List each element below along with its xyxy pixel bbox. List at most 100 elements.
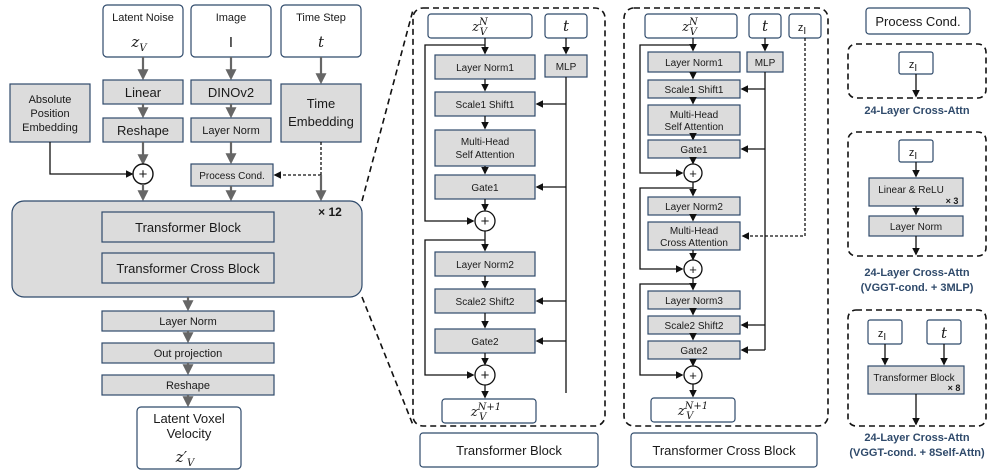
tb-caption-box — [419, 432, 599, 468]
latent-noise-label: Latent Noise — [112, 12, 174, 24]
tb-gate1 — [434, 174, 536, 200]
out-projection-label: Out projection — [154, 348, 222, 360]
tb-mhsa — [434, 129, 536, 167]
transformer-block-label: Transformer Block — [135, 220, 241, 235]
cb-t-symbol: t — [762, 17, 769, 35]
pc2-linear-relu-label: Linear & ReLU — [878, 185, 944, 196]
cb-input-box — [644, 13, 738, 39]
cb-sum2-plus: + — [689, 262, 697, 277]
cb-mhsa-label-1: Multi-Head — [670, 110, 718, 121]
transformer-block-panel — [412, 7, 606, 427]
linear-box — [102, 79, 184, 105]
pc-variant-3 — [847, 309, 987, 427]
cb-layer-norm2-label: Layer Norm2 — [665, 202, 723, 213]
time-embedding-label-1: Time — [307, 96, 335, 111]
abs-pos-label-1: Absolute — [29, 94, 72, 106]
linear-label: Linear — [125, 85, 162, 100]
cross-block-panel — [623, 7, 829, 427]
output-label-1: Latent Voxel — [153, 411, 225, 426]
image-symbol: I — [229, 34, 233, 51]
time-step-label: Time Step — [296, 12, 346, 24]
reshape-box — [102, 117, 184, 143]
cb-scale-shift2-label: Scale2 Shift2 — [665, 321, 724, 332]
cb-sum1-plus: + — [689, 166, 697, 181]
cb-mhsa — [647, 104, 741, 136]
output-label-2: Velocity — [167, 426, 212, 441]
output-symbol: z′V — [175, 448, 196, 469]
out-layer-norm-label: Layer Norm — [159, 316, 216, 328]
pc1-caption: 24-Layer Cross-Attn — [864, 105, 969, 117]
tb-layer-norm1 — [434, 54, 536, 80]
tb-layer-norm1-label: Layer Norm1 — [456, 63, 514, 74]
tb-t-symbol: t — [563, 17, 570, 35]
image-label: Image — [216, 12, 247, 24]
cb-mhca-label-2: Cross Attention — [660, 238, 728, 249]
pc1-zi: zI — [909, 59, 917, 74]
cb-mhsa-label-2: Self Attention — [665, 122, 724, 133]
out-reshape-label: Reshape — [166, 380, 210, 392]
tb-scale-shift1-label: Scale1 Shift1 — [456, 100, 515, 111]
time-embedding-box — [280, 83, 362, 143]
tb-gate1-label: Gate1 — [471, 183, 499, 194]
pc3-t: t — [941, 324, 948, 342]
pc2-layer-norm-label: Layer Norm — [890, 222, 942, 233]
transformer-block-box — [101, 211, 275, 243]
latent-noise-symbol: zV — [130, 33, 148, 54]
pc-variant-1 — [847, 43, 987, 99]
tb-mhsa-label-2: Self Attention — [456, 150, 515, 161]
tb-input-box — [427, 13, 533, 39]
tb-mhsa-label-1: Multi-Head — [461, 137, 509, 148]
process-cond-variants: Process Cond. zI 24-Layer Cross-Attn zI … — [847, 7, 987, 459]
tb-mlp-label: MLP — [556, 62, 577, 73]
transformer-cross-block-box — [101, 252, 275, 284]
pc-variant-2 — [847, 131, 987, 257]
tb-scale-shift2 — [434, 288, 536, 314]
cb-output-box — [650, 397, 736, 423]
tb-sum1-plus: + — [481, 213, 490, 230]
cb-gate1-label: Gate1 — [680, 145, 708, 156]
dinov2-box — [190, 79, 272, 105]
layer-norm-label: Layer Norm — [202, 125, 259, 137]
tb-scale-shift2-label: Scale2 Shift2 — [456, 297, 515, 308]
tb-layer-norm2-label: Layer Norm2 — [456, 260, 514, 271]
cb-gate2-label: Gate2 — [680, 346, 708, 357]
cb-zi-symbol: zI — [798, 22, 806, 37]
pc3-transformer-block-label: Transformer Block — [873, 373, 955, 384]
main-architecture: Latent Noise zV Image I Time Step t Line… — [9, 4, 414, 470]
time-step-symbol: t — [318, 33, 325, 51]
abs-pos-label-3: Embedding — [22, 122, 78, 134]
abs-pos-label-2: Position — [30, 108, 69, 120]
time-embedding-label-2: Embedding — [288, 114, 354, 129]
tb-caption: Transformer Block — [456, 443, 562, 458]
tb-sum2-plus: + — [481, 367, 490, 384]
pc3-zi: zI — [878, 328, 886, 343]
pc-title-box — [865, 7, 971, 35]
transformer-cross-block-label: Transformer Cross Block — [116, 261, 260, 276]
sum-plus: + — [139, 166, 148, 183]
pc3-times8: × 8 — [948, 383, 961, 393]
pc2-times3: × 3 — [946, 196, 959, 206]
cb-caption: Transformer Cross Block — [652, 443, 796, 458]
tb-output-box — [441, 398, 537, 424]
pc3-caption-1: 24-Layer Cross-Attn — [864, 432, 969, 444]
cb-sum3-plus: + — [689, 368, 697, 383]
cb-caption-box — [630, 432, 818, 468]
pc2-caption-2: (VGGT-cond. + 3MLP) — [861, 282, 974, 294]
tb-gate2-label: Gate2 — [471, 337, 499, 348]
abs-pos-embedding-box — [9, 83, 91, 143]
pc-title: Process Cond. — [875, 14, 960, 29]
cb-mhca-label-1: Multi-Head — [670, 226, 718, 237]
pc3-transformer-block — [867, 365, 965, 395]
cb-scale-shift1-label: Scale1 Shift1 — [665, 85, 724, 96]
layer-norm-box — [190, 117, 272, 143]
cb-mlp-label: MLP — [755, 58, 776, 69]
dinov2-label: DINOv2 — [208, 85, 254, 100]
pc2-zi: zI — [909, 147, 917, 162]
cb-mhca — [647, 221, 741, 251]
pc2-linear-relu — [868, 177, 964, 207]
